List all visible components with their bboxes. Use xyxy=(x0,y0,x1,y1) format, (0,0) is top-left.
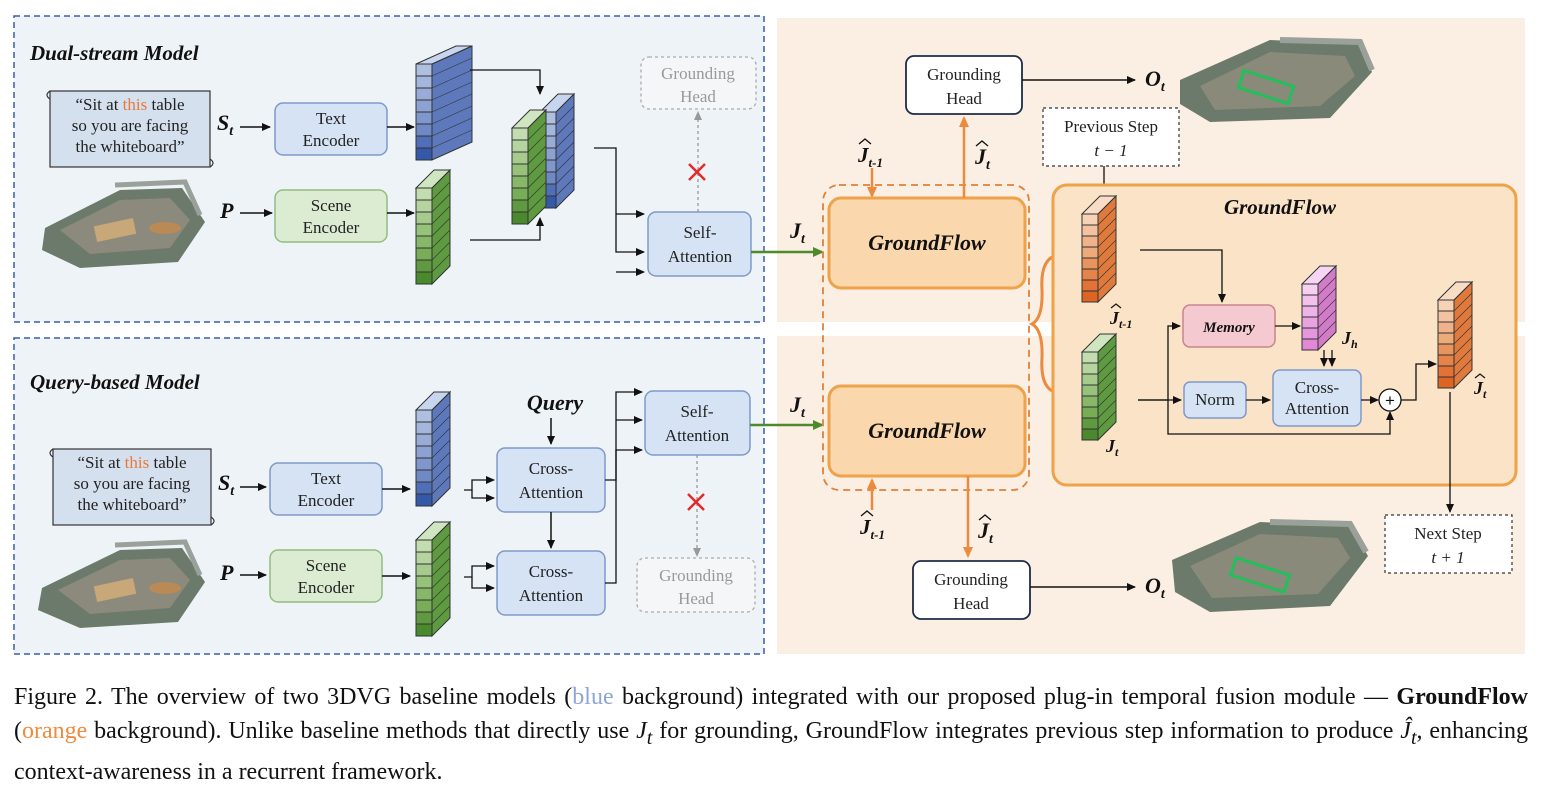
svg-text:Attention: Attention xyxy=(1285,399,1350,418)
svg-text:Attention: Attention xyxy=(668,247,733,266)
jhat-top: Jt xyxy=(974,144,991,173)
query-label: Query xyxy=(527,390,583,415)
p-label-2: P xyxy=(219,560,234,585)
memory-feature-stack xyxy=(1300,264,1338,352)
point-cloud-scene xyxy=(42,179,205,268)
svg-text:so you are facing: so you are facing xyxy=(72,116,189,135)
s-t-label-2: St xyxy=(218,470,235,499)
detail-cross-attention-box xyxy=(1272,369,1362,427)
svg-text:Head: Head xyxy=(680,87,716,106)
query-grounding-head-disabled xyxy=(636,557,756,613)
svg-text:Scene: Scene xyxy=(311,196,352,215)
current-feature-stack xyxy=(1080,332,1118,442)
svg-text:“Sit at this table: “Sit at this table xyxy=(75,95,184,114)
disabled-cross-mark-top xyxy=(688,163,706,181)
jhat-prev-top: Jt-1 xyxy=(857,143,883,170)
grounding-head-bottom xyxy=(912,560,1031,620)
s-t-label: St xyxy=(217,110,234,139)
instruction-scroll-2: “Sit at this table so you are facing the… xyxy=(49,448,215,526)
cross-attention-box-2 xyxy=(496,550,606,616)
text-feature-stack xyxy=(415,45,473,161)
svg-text:Text: Text xyxy=(316,109,346,128)
svg-text:Grounding: Grounding xyxy=(927,65,1001,84)
groundflow-detail-panel xyxy=(1051,183,1518,487)
svg-text:Grounding: Grounding xyxy=(661,64,735,83)
dual-self-attention-box xyxy=(647,211,752,277)
ot-label-bottom: Ot xyxy=(1145,573,1166,602)
jhat-prev-bottom: Jt-1 xyxy=(859,515,885,542)
svg-text:so you are facing: so you are facing xyxy=(74,474,191,493)
svg-text:Next Step: Next Step xyxy=(1414,524,1482,543)
svg-text:Encoder: Encoder xyxy=(298,491,355,510)
brace xyxy=(1028,253,1059,395)
dual-grounding-head-disabled xyxy=(640,56,757,110)
svg-text:the whiteboard”: the whiteboard” xyxy=(77,495,186,514)
svg-text:GroundFlow: GroundFlow xyxy=(868,418,986,443)
svg-text:Cross-: Cross- xyxy=(529,459,574,478)
dual-stream-title: Dual-stream Model xyxy=(29,41,199,65)
svg-text:Scene: Scene xyxy=(306,556,347,575)
output-scene-bottom xyxy=(1172,519,1369,612)
text-feature-stack-2 xyxy=(414,390,452,508)
svg-text:Encoder: Encoder xyxy=(303,218,360,237)
svg-text:Attention: Attention xyxy=(519,483,584,502)
svg-text:Text: Text xyxy=(311,469,341,488)
svg-text:Encoder: Encoder xyxy=(298,578,355,597)
figure-caption: Figure 2. The overview of two 3DVG basel… xyxy=(14,684,1528,785)
query-self-attention-box xyxy=(644,390,751,456)
svg-text:Self-: Self- xyxy=(680,402,713,421)
disabled-cross-mark-bottom xyxy=(687,493,705,511)
cross-attention-box-1 xyxy=(496,447,606,513)
ot-label-top: Ot xyxy=(1145,66,1166,95)
previous-feature-stack xyxy=(1080,194,1118,304)
svg-text:GroundFlow: GroundFlow xyxy=(868,230,986,255)
svg-text:Memory: Memory xyxy=(1202,320,1255,336)
svg-text:+: + xyxy=(1385,391,1395,410)
jhat-bottom: Jt xyxy=(977,518,994,547)
svg-text:Attention: Attention xyxy=(519,586,584,605)
jt-label-bottom: Jt xyxy=(789,392,806,421)
svg-text:Norm: Norm xyxy=(1195,390,1235,409)
previous-step-box xyxy=(1042,107,1180,167)
next-step-box xyxy=(1384,514,1513,574)
jhat-out-detail: Jt xyxy=(1473,378,1487,401)
query-based-title: Query-based Model xyxy=(30,370,200,394)
svg-text:Self-: Self- xyxy=(683,223,716,242)
p-label: P xyxy=(219,198,234,223)
method-overview-figure: Dual-stream Model “Sit at this table so … xyxy=(13,15,1525,655)
detail-title: GroundFlow xyxy=(1224,195,1337,219)
svg-text:Cross-: Cross- xyxy=(1295,378,1340,397)
svg-text:t + 1: t + 1 xyxy=(1431,548,1464,567)
jt-detail: Jt xyxy=(1105,436,1119,459)
grounding-head-top xyxy=(905,55,1023,115)
scene-feature-stack xyxy=(414,168,452,286)
svg-text:Head: Head xyxy=(678,589,714,608)
svg-text:Head: Head xyxy=(946,89,982,108)
instruction-scroll: “Sit at this table so you are facing the… xyxy=(46,90,214,168)
point-cloud-scene-2 xyxy=(38,539,205,628)
scene-encoder-box xyxy=(274,189,388,243)
svg-text:t − 1: t − 1 xyxy=(1094,141,1127,160)
fused-scene-stack xyxy=(510,108,548,226)
output-feature-stack xyxy=(1436,280,1474,390)
svg-text:“Sit at this table: “Sit at this table xyxy=(77,453,186,472)
svg-text:Attention: Attention xyxy=(665,426,730,445)
scene-feature-stack-2 xyxy=(414,520,452,638)
svg-text:Cross-: Cross- xyxy=(529,562,574,581)
groundflow-box-bottom xyxy=(827,384,1027,478)
output-scene-top xyxy=(1180,37,1375,122)
jhat-prev-detail: Jt-1 xyxy=(1109,308,1132,331)
svg-text:the whiteboard”: the whiteboard” xyxy=(75,137,184,156)
svg-text:Head: Head xyxy=(953,594,989,613)
jh-detail: Jh xyxy=(1341,328,1358,351)
groundflow-box-top xyxy=(827,196,1027,290)
text-encoder-box xyxy=(274,102,388,156)
svg-text:Encoder: Encoder xyxy=(303,131,360,150)
jt-label-top: Jt xyxy=(789,218,806,247)
svg-text:Grounding: Grounding xyxy=(934,570,1008,589)
svg-text:Grounding: Grounding xyxy=(659,566,733,585)
svg-text:Previous Step: Previous Step xyxy=(1064,117,1158,136)
groundflow-dashed-group xyxy=(822,184,1030,491)
